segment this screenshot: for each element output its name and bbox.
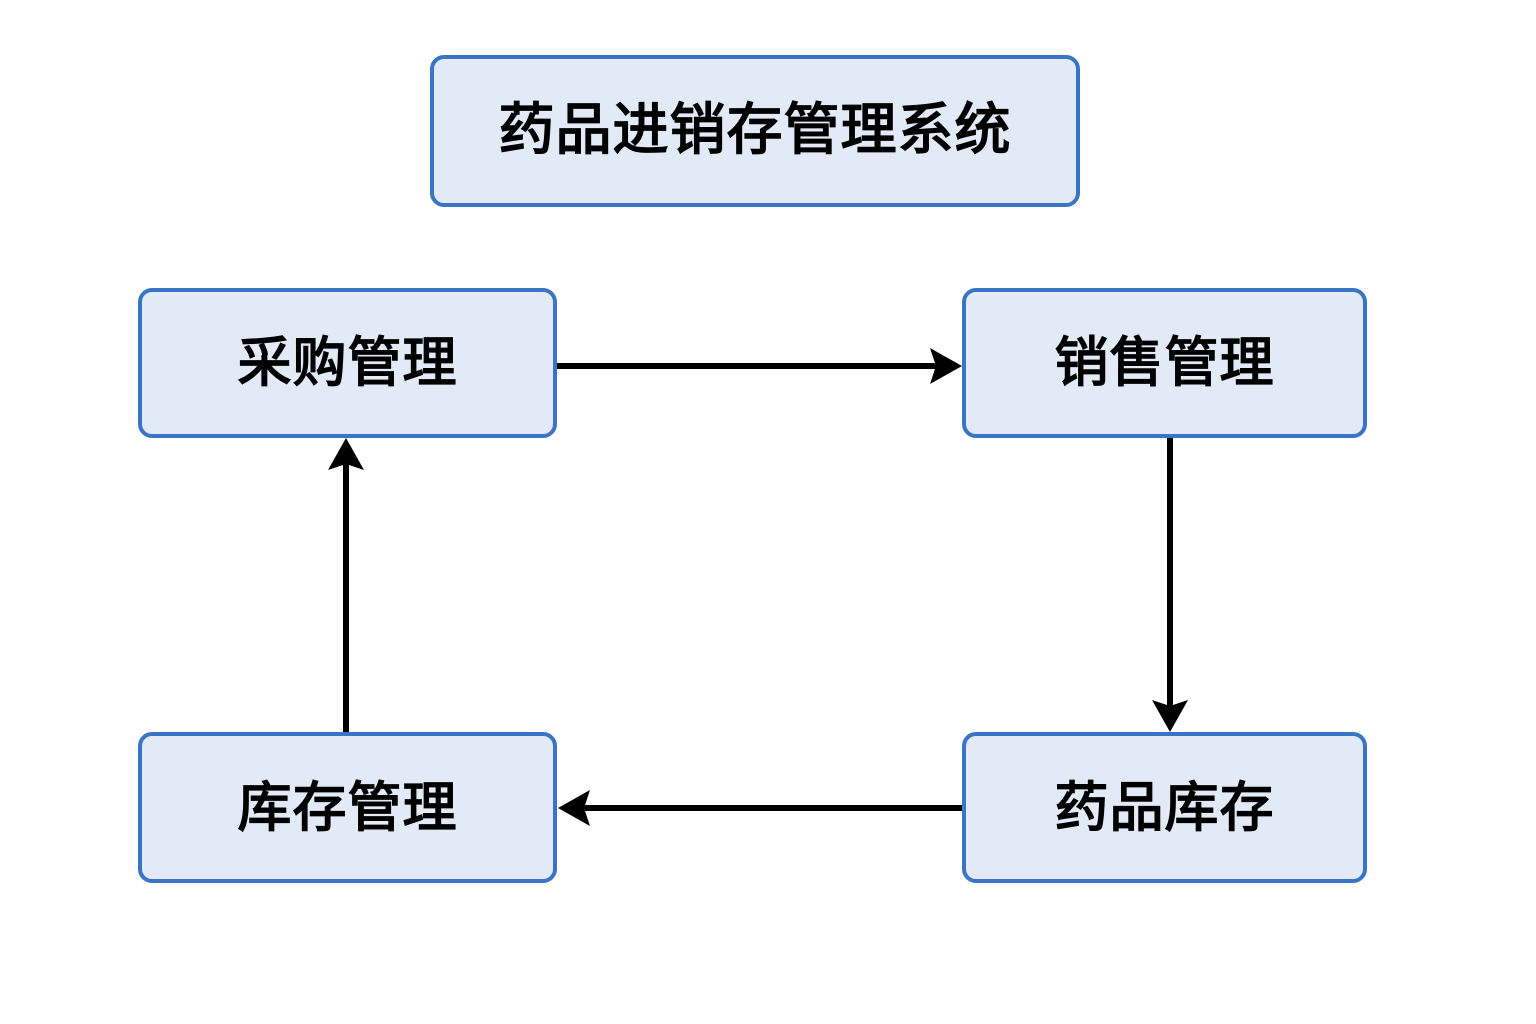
node-procurement-management-label: 采购管理	[237, 331, 458, 394]
node-sales-management[interactable]: 销售管理	[962, 288, 1367, 438]
node-sales-management-label: 销售管理	[1054, 331, 1275, 394]
node-procurement-management[interactable]: 采购管理	[138, 288, 557, 438]
node-stock-management-label: 库存管理	[237, 775, 458, 839]
node-drug-inventory-label: 药品库存	[1054, 775, 1275, 839]
edge-procurement-to-sales	[557, 348, 962, 384]
node-drug-inventory[interactable]: 药品库存	[962, 732, 1367, 883]
node-stock-management[interactable]: 库存管理	[138, 732, 557, 883]
edge-sales-to-drug-inventory	[1152, 438, 1188, 732]
node-system-title[interactable]: 药品进销存管理系统	[430, 55, 1080, 207]
node-system-title-label: 药品进销存管理系统	[498, 98, 1012, 163]
edge-stock-management-to-procurement	[328, 438, 364, 732]
edge-drug-inventory-to-stock-management	[558, 790, 962, 826]
